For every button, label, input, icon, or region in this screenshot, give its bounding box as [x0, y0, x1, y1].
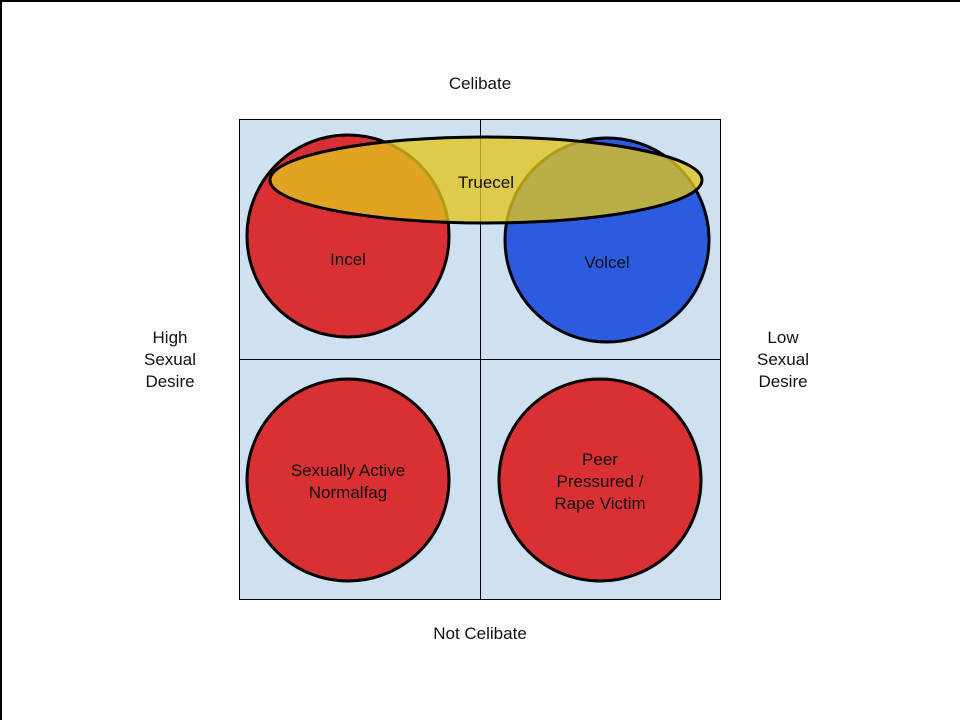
peer-label-line3: Rape Victim [554, 494, 645, 513]
truecel-ellipse [268, 135, 704, 225]
truecel-label: Truecel [458, 173, 514, 192]
axis-right-line1: Low [767, 328, 799, 347]
peer-label-line2: Pressured / [557, 472, 644, 491]
peer-label-line1: Peer [582, 450, 618, 469]
axis-right-line2: Sexual [757, 350, 809, 369]
axis-right-line3: Desire [758, 372, 807, 391]
volcel-label: Volcel [584, 253, 629, 272]
axis-left-line2: Sexual [144, 350, 196, 369]
incel-label: Incel [330, 250, 366, 269]
peer-pressured-circle [497, 377, 703, 583]
axis-bottom-label: Not Celibate [433, 624, 527, 643]
normalfag-label-line1: Sexually Active [291, 461, 405, 480]
axis-top-label: Celibate [449, 74, 511, 93]
normalfag-circle [245, 377, 451, 583]
normalfag-label-line2: Normalfag [309, 483, 387, 502]
axis-left-line3: Desire [145, 372, 194, 391]
axis-left-line1: High [153, 328, 188, 347]
